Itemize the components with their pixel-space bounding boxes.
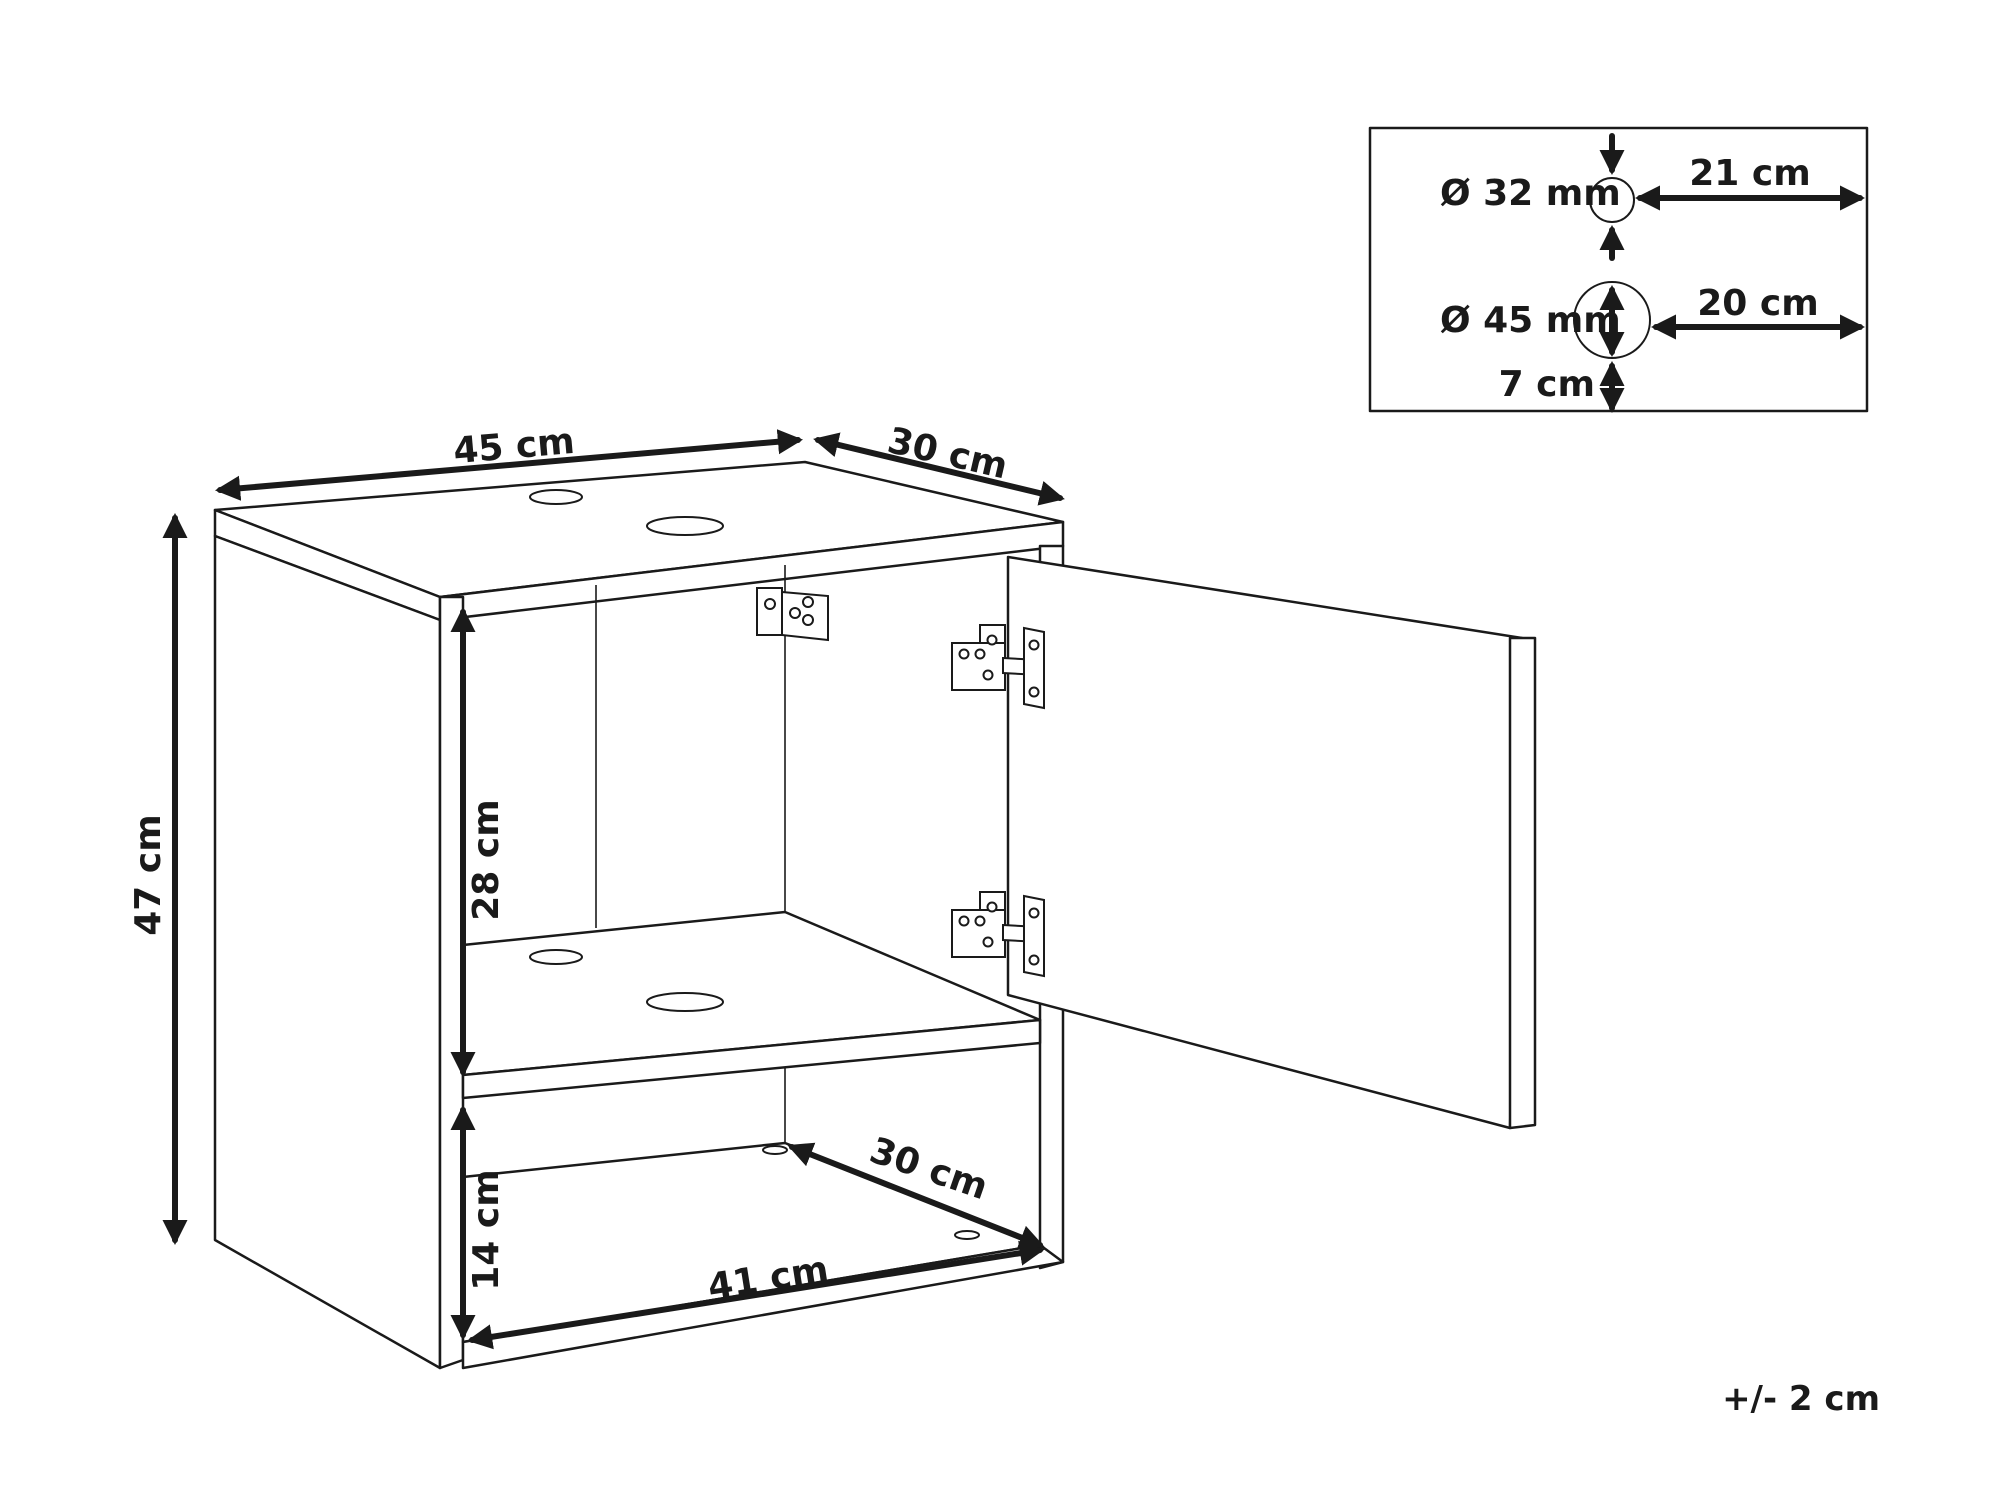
upper-hinge — [951, 624, 1045, 710]
door-edge — [1508, 636, 1537, 1130]
door-panel — [1006, 555, 1524, 1130]
small-hole-offset-label: 21 cm — [1689, 153, 1810, 194]
width-arrow — [214, 429, 804, 501]
inner-depth-arrow — [787, 1142, 1045, 1250]
width-label: 45 cm — [452, 421, 577, 472]
cabinet-front-left-edge — [438, 595, 465, 1370]
mounting-bracket — [756, 587, 829, 642]
lower-hinge — [951, 891, 1045, 978]
inner-width-arrow — [467, 1240, 1045, 1350]
top-hole-large — [646, 516, 724, 536]
lower-compartment-label: 14 cm — [466, 1169, 507, 1290]
small-hole-diameter-label: Ø 32 mm — [1440, 173, 1621, 214]
large-hole-diameter-label: Ø 45 mm — [1440, 300, 1621, 341]
dimension-lines — [162, 429, 1065, 1350]
depth-top-arrow — [813, 432, 1065, 506]
large-hole-offset-label: 20 cm — [1697, 283, 1818, 324]
tolerance-note: +/- 2 cm — [1722, 1379, 1880, 1419]
shelf-hole-small — [529, 949, 583, 965]
upper-compartment-label: 28 cm — [466, 799, 507, 920]
height-label: 47 cm — [128, 814, 169, 935]
top-hole-small — [529, 489, 583, 505]
shelf-hole-large — [646, 992, 724, 1012]
cabinet — [213, 460, 1537, 1370]
depth-top-label: 30 cm — [884, 420, 1012, 487]
cabinet-left-side — [213, 534, 442, 1370]
middle-shelf-front-edge — [461, 1018, 1042, 1100]
small-hole-circle — [1589, 177, 1635, 223]
bottom-screw-hole — [954, 1230, 980, 1240]
bottom-offset-label: 7 cm — [1499, 364, 1595, 405]
hole-detail-inset — [1368, 126, 1869, 414]
bottom-screw-hole — [762, 1145, 788, 1155]
